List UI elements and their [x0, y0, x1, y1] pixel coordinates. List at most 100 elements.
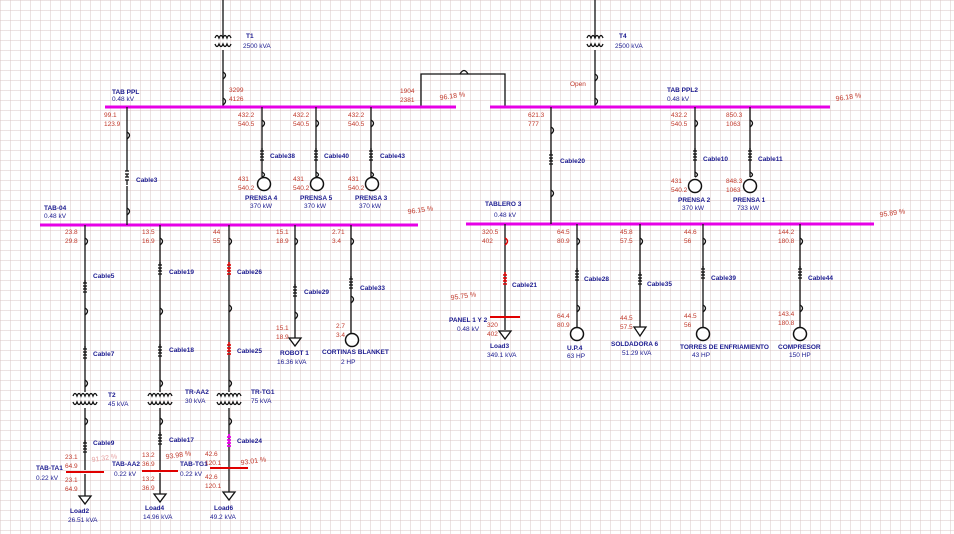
branch-load6[interactable]: Cable26 Cable25 Cable24 TR-TG1 75 kVA 44…	[180, 225, 275, 521]
prensa3-motor-icon	[364, 176, 380, 192]
cable39-v1: 44.6	[684, 229, 697, 236]
cable44-v1: 144.2	[778, 229, 795, 236]
compresor-rating: 150 HP	[789, 352, 811, 359]
cable10-label: Cable10	[703, 156, 728, 163]
branch-prensa5[interactable]: Cable40 432.2 540.5 431 540.2 PRENSA 5 3…	[293, 107, 349, 210]
branch-soldadora6[interactable]: Cable35 45.8 57.5 44.5 57.5 SOLDADORA 6 …	[611, 224, 672, 357]
tab-ppl-name: TAB PPL	[112, 89, 139, 96]
cable39-v4: 56	[684, 322, 692, 329]
branch-up4[interactable]: Cable28 64.5 80.9 64.4 80.9 U.P.4 63 HP	[557, 224, 609, 360]
transformer-t1[interactable]: T1 2500 kVA 3299 4126	[214, 0, 271, 106]
t2-v1: 23.1	[65, 454, 78, 461]
cable44-v3: 143.4	[778, 311, 795, 318]
trtg1-name: TR-TG1	[251, 389, 275, 396]
load3-name: Load3	[490, 343, 510, 350]
cable33-v1: 2.71	[332, 229, 345, 236]
tab-ppl2-pct: 96.18 %	[835, 92, 861, 103]
tab-tg1-name: TAB-TG1	[180, 461, 208, 468]
branch-prensa3[interactable]: Cable43 432.2 540.5 431 540.2 PRENSA 3 3…	[348, 107, 405, 210]
t1-flow-v1: 3299	[229, 87, 244, 94]
traa2-name: TR-AA2	[185, 389, 209, 396]
panel-kv: 0.48 kV	[457, 326, 480, 333]
prensa1-v2: 1063	[726, 121, 741, 128]
prensa3-v1: 432.2	[348, 112, 365, 119]
load6-name: Load6	[214, 505, 234, 512]
tab-04-pct: 96.15 %	[407, 205, 433, 216]
tab-04-name: TAB-04	[44, 205, 67, 212]
tab-ppl-pct: 96.18 %	[439, 91, 465, 102]
prensa5-motor-icon	[309, 176, 325, 192]
prensa1-v1: 850.3	[726, 112, 743, 119]
prensa4-v3: 431	[238, 176, 249, 183]
prensa4-rating: 370 kW	[250, 203, 273, 210]
prensa4-v4: 540.2	[238, 185, 255, 192]
branch-load2[interactable]: Cable5 Cable7 Cable9 T2 45 kVA 23.8 29.8…	[36, 225, 129, 524]
cable19-v1: 13.5	[142, 229, 155, 236]
t1-flow-v2: 4126	[229, 96, 244, 103]
up4-rating: 63 HP	[567, 353, 585, 360]
tablero3-name: TABLERO 3	[485, 201, 522, 208]
feeder-cable20[interactable]: Cable20 621.3 777	[528, 107, 585, 224]
bus-tie[interactable]: 1904 2381	[400, 69, 506, 107]
cable21-v3: 320	[487, 322, 498, 329]
cable20-v1: 621.3	[528, 112, 545, 119]
branch-load3[interactable]: Cable21 320.5 402 320 402 PANEL 1 Y 2 0.…	[449, 224, 537, 359]
cable25-label: Cable25	[237, 348, 262, 355]
branch-torres[interactable]: Cable39 44.6 56 44.5 56 TORRES DE ENFRIA…	[680, 224, 769, 359]
branch-robot1[interactable]: Cable29 15.1 18.9 15.1 18.9 ROBOT 1 16.3…	[276, 225, 329, 366]
aa2-v4: 36.9	[142, 485, 155, 492]
load4-icon	[152, 493, 168, 504]
branch-prensa2[interactable]: Cable10 432.2 540.5 431 540.2 PRENSA 2 3…	[671, 107, 728, 212]
cable35-v4: 57.5	[620, 324, 633, 331]
prensa4-motor-icon	[256, 176, 272, 192]
transformer-t4[interactable]: T4 2500 kVA Open	[570, 0, 643, 106]
compresor-name: COMPRESOR	[778, 344, 821, 351]
tab-04-kv: 0.48 kV	[44, 213, 67, 220]
tg1-v4: 120.1	[205, 483, 222, 490]
torres-motor-icon	[695, 326, 711, 342]
prensa2-v1: 432.2	[671, 112, 688, 119]
load6-rating: 49.2 kVA	[210, 514, 237, 521]
cable33-v3: 2.7	[336, 323, 345, 330]
tab-tg1-kv: 0.22 kV	[180, 471, 203, 478]
t2-name: T2	[108, 392, 116, 399]
panel-pct: 95.75 %	[450, 291, 476, 302]
prensa4-v1: 432.2	[238, 112, 255, 119]
prensa1-v3: 848.3	[726, 178, 743, 185]
cable19-v2: 16.9	[142, 238, 155, 245]
cable28-v3: 64.4	[557, 313, 570, 320]
cable11-label: Cable11	[758, 156, 783, 163]
cable44-v4: 180.8	[778, 320, 795, 327]
prensa2-motor-icon	[687, 178, 703, 194]
branch-prensa1[interactable]: Cable11 850.3 1063 848.3 1063 PRENSA 1 7…	[726, 107, 783, 212]
cortinas-motor-icon	[344, 332, 360, 348]
t1-rating: 2500 kVA	[243, 43, 271, 50]
cable17-label: Cable17	[169, 437, 194, 444]
prensa3-rating: 370 kW	[359, 203, 382, 210]
branch-compresor[interactable]: Cable44 144.2 180.8 143.4 180.8 COMPRESO…	[778, 224, 833, 359]
cable21-v1: 320.5	[482, 229, 499, 236]
cable38-label: Cable38	[270, 153, 295, 160]
cable28-v4: 80.9	[557, 322, 570, 329]
tab-aa2-name: TAB-AA2	[112, 461, 140, 468]
feeder-cable3[interactable]: Cable3 99.1 123.9	[104, 107, 158, 225]
load4-rating: 14.96 kVA	[143, 514, 173, 521]
branch-prensa4[interactable]: Cable38 432.2 540.5 431 540.2 PRENSA 4 3…	[238, 107, 295, 210]
cable21-v4: 402	[487, 331, 498, 338]
prensa5-v2: 540.5	[293, 121, 310, 128]
branch-load4[interactable]: Cable19 Cable18 Cable17 TR-AA2 30 kVA 13…	[112, 225, 209, 521]
tab-aa2-kv: 0.22 kV	[114, 471, 137, 478]
branch-cortinas[interactable]: Cable33 2.71 3.4 2.7 3.4 CORTINAS BLANKE…	[322, 225, 389, 366]
cable35-v3: 44.5	[620, 315, 633, 322]
cable3-label: Cable3	[136, 177, 158, 184]
tie-v2: 2381	[400, 97, 415, 104]
up4-name: U.P.4	[567, 345, 583, 352]
torres-rating: 43 HP	[692, 352, 710, 359]
cable26-v1: 44	[213, 229, 221, 236]
prensa3-v2: 540.5	[348, 121, 365, 128]
cortinas-name: CORTINAS BLANKET	[322, 349, 389, 356]
t2-rating: 45 kVA	[108, 401, 129, 408]
tab-ta1-pct: 91.32 %	[91, 453, 117, 464]
robot1-rating: 16.36 kVA	[277, 359, 307, 366]
cable29-v4: 18.9	[276, 334, 289, 341]
